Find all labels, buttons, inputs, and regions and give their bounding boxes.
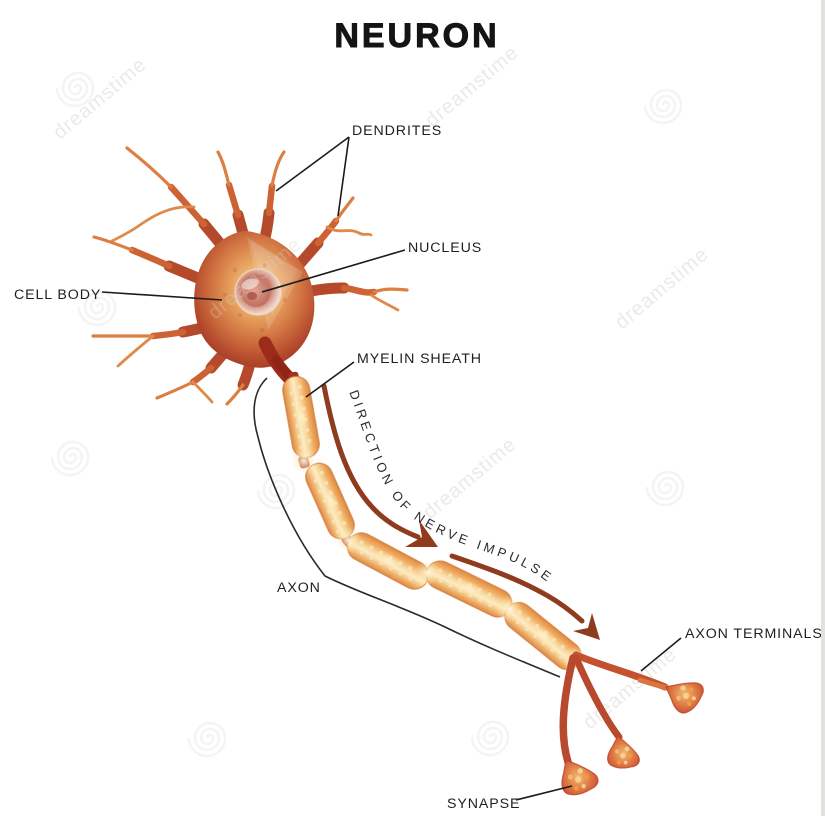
watermark-text: dreamstime [419, 433, 521, 523]
axon-bracket-line [253, 377, 561, 678]
watermark-texts: dreamstime dreamstime dreamstime dreamst… [49, 41, 713, 733]
synapse-bulb [550, 750, 602, 803]
synapse-bulb [658, 671, 707, 719]
nucleus-pointer-line [261, 249, 406, 293]
cell-body-texture [223, 263, 288, 333]
label-cell-body: CELL BODY [14, 287, 101, 303]
label-nucleus: NUCLEUS [408, 240, 482, 256]
watermark-text: dreamstime [49, 53, 151, 143]
label-axon-terminals: AXON TERMINALS [685, 626, 823, 642]
impulse-arrows [321, 383, 600, 640]
label-synapse: SYNAPSE [447, 796, 520, 812]
diagram-title: NEURON [334, 17, 499, 55]
label-dendrites: DENDRITES [352, 123, 442, 139]
myelin-pointer-line [305, 361, 355, 398]
myelin-segment [282, 375, 320, 459]
axon-terminals [550, 651, 707, 803]
cell-body-pointer-line [101, 291, 223, 301]
labels: DENDRITES NUCLEUS CELL BODY MYELIN SHEAT… [14, 123, 823, 812]
watermark-text: dreamstime [611, 243, 713, 333]
image-edge [821, 0, 825, 816]
nucleus [234, 268, 282, 316]
dendrites-pointer-line [337, 136, 350, 217]
dendrites-pointer-line [275, 136, 350, 192]
cell-body: dreamstime [194, 231, 315, 368]
synapse-pointer-line [515, 785, 573, 801]
label-axon: AXON [277, 580, 321, 596]
myelin-sheath [282, 375, 588, 672]
label-myelin-sheath: MYELIN SHEATH [357, 351, 482, 367]
axon-terminals-pointer-line [640, 637, 682, 672]
